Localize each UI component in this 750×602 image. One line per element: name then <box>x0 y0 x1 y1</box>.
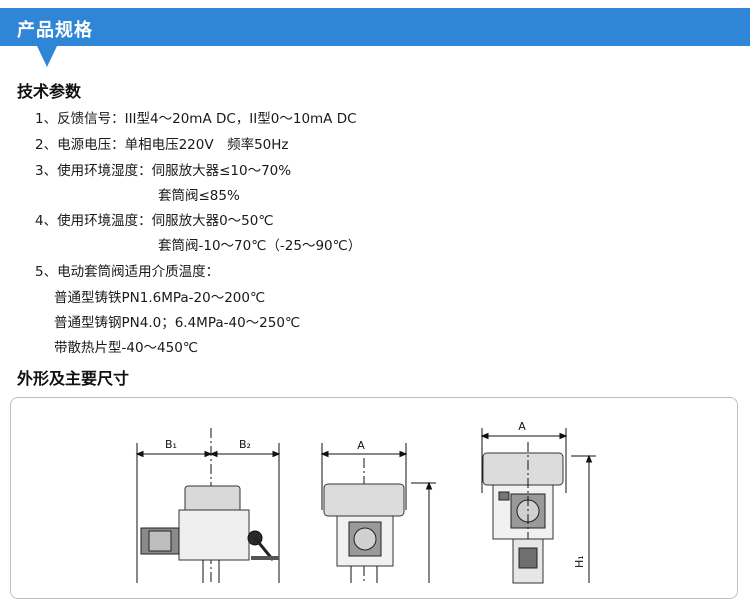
valve-view: A H₁ <box>480 420 596 584</box>
dimensions-heading: 外形及主要尺寸 <box>17 369 130 388</box>
banner-pointer <box>37 46 57 67</box>
a-label-valve: A <box>518 420 526 433</box>
header-divider <box>0 45 750 46</box>
spec-line-heat-sink: 带散热片型-40～450℃ <box>54 340 198 356</box>
spec-line-temperature: 4、使用环境温度：伺服放大器0～50℃ <box>35 213 274 229</box>
front-view: B₁ B₂ <box>135 428 281 583</box>
spec-line-cast-iron: 普通型铸铁PN1.6MPa-20～200℃ <box>54 290 266 306</box>
dimensions-drawing-frame: B₁ B₂ A <box>10 397 738 599</box>
spec-line-humidity-valve: 套筒阀≤85% <box>158 188 240 204</box>
header-banner: 产品规格 <box>0 10 750 46</box>
page-title: 产品规格 <box>17 20 93 41</box>
dimensions-drawing: B₁ B₂ A <box>135 420 596 584</box>
header-top-line <box>0 8 750 10</box>
side-view: A <box>320 439 436 583</box>
b2-label: B₂ <box>239 438 251 451</box>
spec-line-cast-steel: 普通型铸钢PN4.0；6.4MPa-40～250℃ <box>54 315 301 331</box>
spec-line-feedback: 1、反馈信号：III型4～20mA DC，II型0～10mA DC <box>35 111 357 127</box>
a-label-side: A <box>357 439 365 452</box>
spec-line-humidity: 3、使用环境湿度：伺服放大器≤10～70% <box>35 163 292 179</box>
b1-label: B₁ <box>165 438 177 451</box>
spec-line-power: 2、电源电压：单相电压220V 频率50Hz <box>35 137 289 153</box>
tech-params-heading: 技术参数 <box>17 82 82 101</box>
spec-line-medium-temp: 5、电动套筒阀适用介质温度： <box>35 264 220 280</box>
h1-label: H₁ <box>573 555 586 568</box>
spec-line-temperature-valve: 套筒阀-10～70℃（-25～90℃） <box>158 238 362 254</box>
